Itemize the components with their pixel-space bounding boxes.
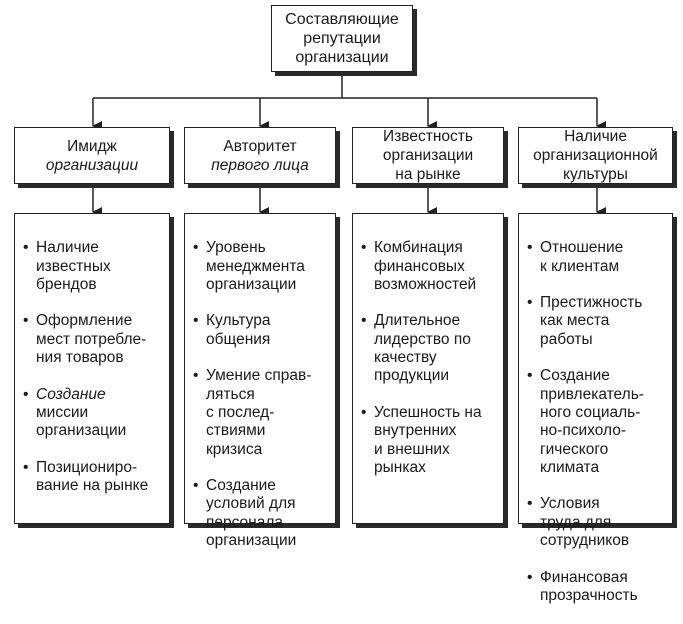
list-item: Финансовая прозрачность [527,569,668,606]
list-item: Комбинация финансовых возможностей [361,239,499,294]
root-title: Составляющие репутации организации [285,11,399,66]
category-box-image: Имидж организации [14,127,170,184]
list-item: Создание условий для персонала организац… [193,477,331,550]
list-item: Длительное лидерство по качеству продукц… [361,312,499,385]
category-2-line1: Авторитет [223,137,297,155]
list-item: Отношение к клиентам [527,239,668,276]
list-box-image: Наличие известных брендов Оформление мес… [14,213,170,524]
list-box-fame: Комбинация финансовых возможностей Длите… [352,213,504,524]
list-item: Создание привлекатель- ного социаль- но-… [527,367,668,477]
category-1-line1: Имидж [67,137,117,155]
list-item: Оформление мест потребле- ния товаров [23,312,165,367]
category-1-line2: организации [45,156,139,174]
list-item: Умение справ- ляться с послед- ствиями к… [193,367,331,458]
list-item: Наличие известных брендов [23,239,165,294]
connector-lines [92,72,606,217]
list-item: Успешность на внутренних и внешних рынка… [361,404,499,477]
list-box-culture: Отношение к клиентам Престижность как ме… [518,213,673,604]
list-item: Уровень менеджмента организации [193,239,331,294]
category-2-line2: первого лица [211,156,309,174]
list-box-authority: Уровень менеджмента организации Культура… [184,213,336,549]
list-item: Позициониро- вание на рынке [23,459,165,496]
list-item: Культура общения [193,312,331,349]
root-box: Составляющие репутации организации [271,5,413,72]
list-item: Престижность как места работы [527,294,668,349]
list-item: Создание миссии организации [23,386,165,441]
category-box-fame: Известность организации на рынке [352,127,504,184]
category-3-label: Известность организации на рынке [382,128,474,183]
category-4-label: Наличие организационной культуры [533,128,658,183]
category-box-culture: Наличие организационной культуры [518,127,673,184]
category-box-authority: Авторитет первого лица [184,127,336,184]
list-item: Условия труда для сотрудников [527,495,668,550]
